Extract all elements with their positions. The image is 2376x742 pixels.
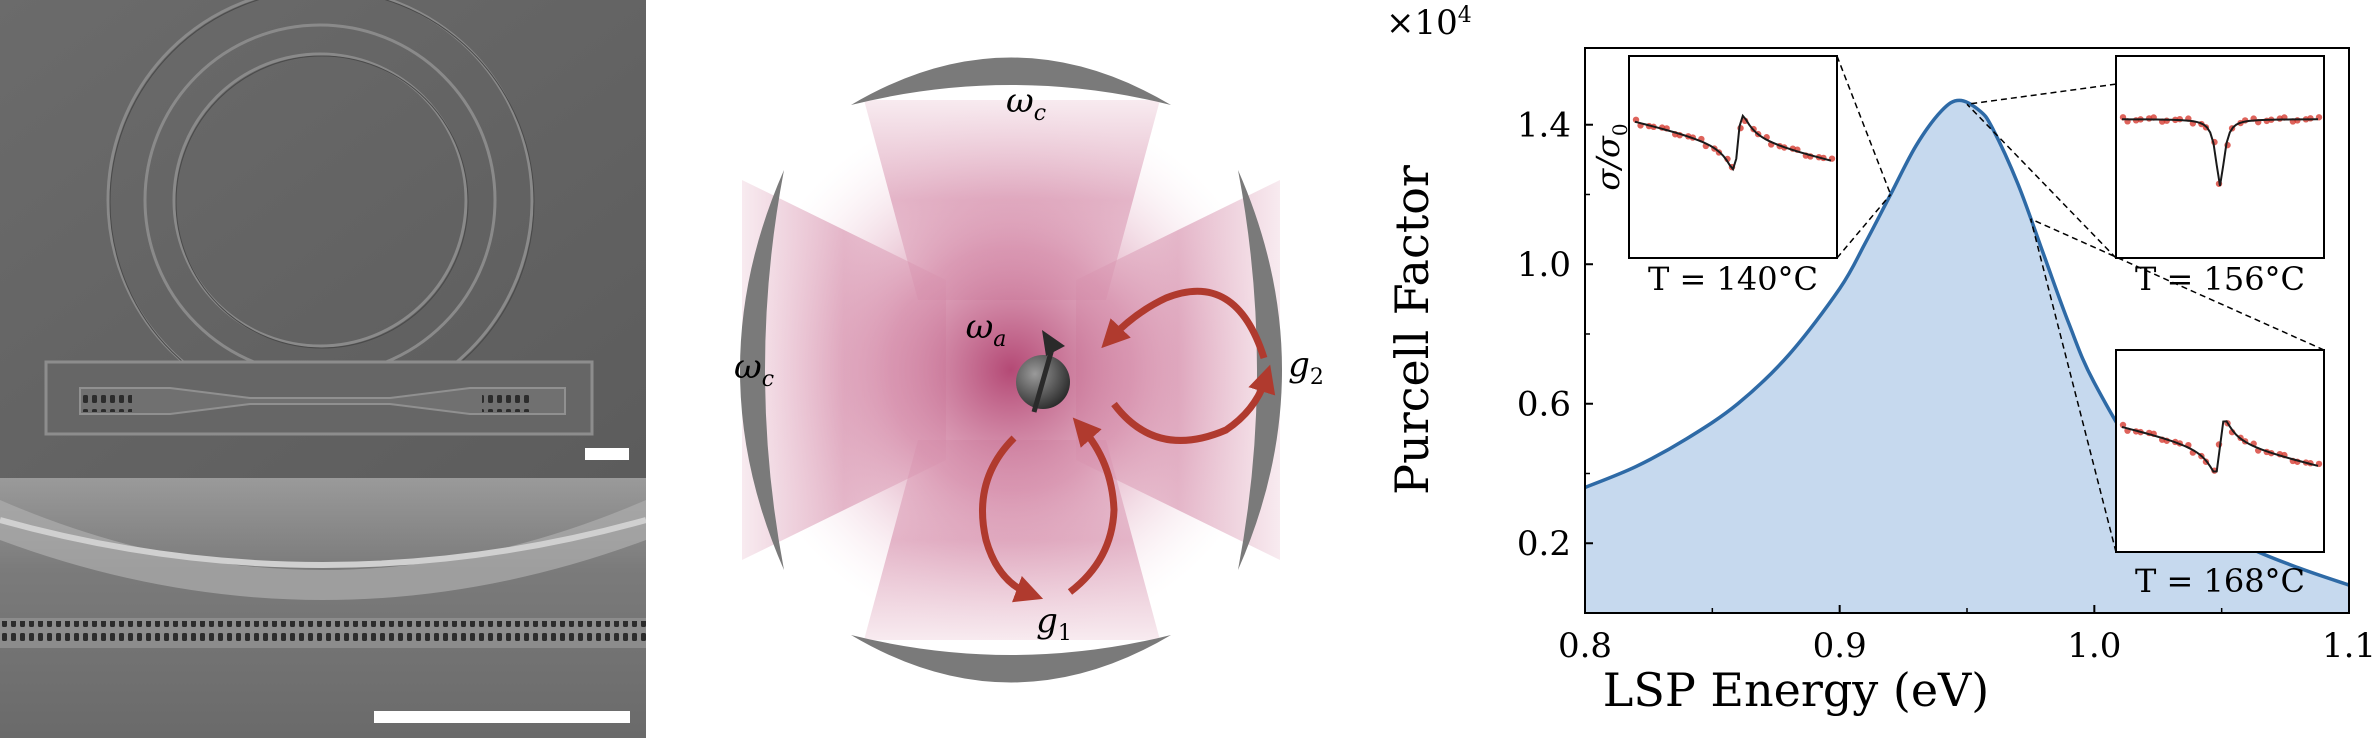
inset-y-label: σ/σ0 [1589,123,1632,190]
inset-fit-line [2121,118,2319,186]
x-tick-label: 1.1 [2322,626,2376,666]
photonic-crystal-left [82,390,132,412]
coupling-arrow-g1-in [1067,417,1118,595]
scale-bar-bottom [374,711,630,723]
inset-data-point [1632,116,1640,123]
spin-arrow [1031,341,1057,413]
inset-3: T = 168°C [2029,218,2325,600]
tapered-waveguide [79,387,566,415]
sem-image [0,0,647,738]
inset-label: T = 168°C [2135,562,2305,600]
y-tick-label: 0.6 [1517,385,1571,425]
spin-arrow-head [1042,330,1065,356]
mirror-left [740,170,784,570]
y-tick-label: 1.0 [1517,245,1571,285]
sem-zoom-view [0,478,646,738]
sem-image-panel [0,0,647,738]
x-axis-ticks: 0.8 0.9 1.0 1.1 [1558,605,2376,666]
inset-connector [1966,103,2117,259]
cavity-schematic: ωc ωc ωa g1 g2 [734,57,1324,683]
cavity-field [741,100,1281,640]
coupling-arrow-g1-out [979,435,1044,603]
y-axis-ticks: 0.2 0.6 1.0 1.4 [1517,106,1593,564]
label-omega-a: ωa [966,307,1007,352]
inset-connector [1836,193,1892,259]
y-multiplier: ×104 [1386,3,1472,43]
inset-connector [1836,55,1892,195]
coupling-arrow-g2-in [1111,364,1276,444]
scale-bar-top [585,448,629,460]
mirror-bottom [851,635,1171,683]
label-g2: g2 [1288,345,1324,390]
label-omega-c-left: ωc [734,347,774,392]
inset-data-point [2119,421,2127,429]
label-g1: g1 [1036,601,1072,646]
x-axis-label: LSP Energy (eV) [1603,663,1989,717]
coupling-arrow-g2-out [1101,287,1268,360]
inset-fit-line [2121,420,2319,473]
y-tick-label: 1.4 [1517,106,1571,146]
inset-label: T = 156°C [2135,260,2305,298]
y-tick-label: 0.2 [1517,524,1571,564]
photonic-crystal-right [482,390,532,412]
x-tick-label: 0.9 [1813,626,1867,666]
inset-connector [2029,218,2117,553]
inset-frame [1628,55,1838,259]
inset-1: T = 140°C σ/σ0 [1589,55,1892,298]
label-omega-c-top: ωc [1006,81,1046,126]
insets: T = 140°C σ/σ0 T = 156°C T = 168°C [1589,55,2325,600]
x-tick-label: 0.8 [1558,626,1612,666]
inset-fit-line [1634,113,1832,172]
inset-frame [2115,55,2325,259]
inset-2: T = 156°C [1966,55,2325,298]
x-tick-label: 1.0 [2067,626,2121,666]
inset-label: T = 140°C [1648,260,1818,298]
photonic-crystal-zoom [0,621,646,645]
y-axis-label: Purcell Factor [1385,165,1439,495]
inset-connector [2030,218,2325,351]
mirror-top [851,57,1171,105]
cavity-schematic-panel: ωc ωc ωa g1 g2 [646,0,1376,738]
